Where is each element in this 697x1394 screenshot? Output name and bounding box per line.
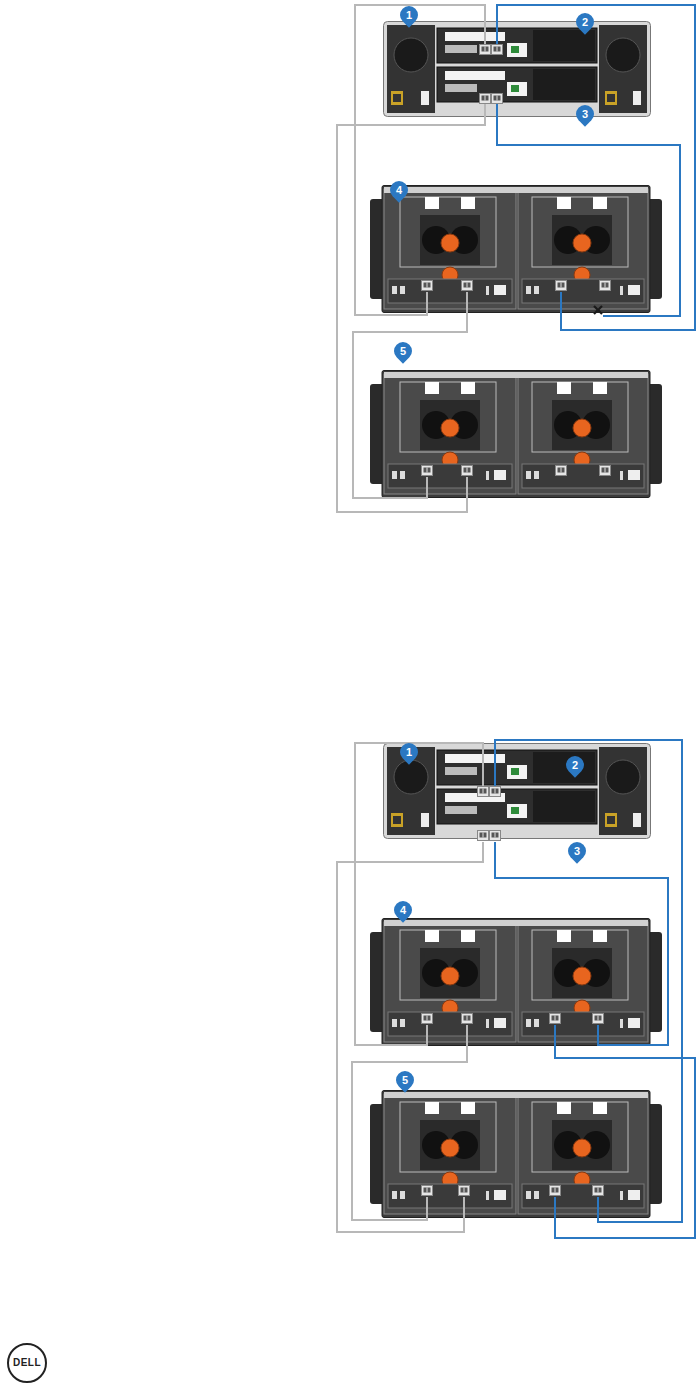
callout-number: 5 bbox=[400, 342, 406, 360]
callout-number: 4 bbox=[396, 181, 402, 199]
callout-number: 3 bbox=[574, 842, 580, 860]
callout-marker: 5 bbox=[390, 338, 415, 363]
callout-number: 5 bbox=[402, 1071, 408, 1089]
brand-logo: DELL bbox=[7, 1343, 47, 1383]
callout-number: 1 bbox=[406, 743, 412, 761]
brand-logo-text: DELL bbox=[13, 1357, 41, 1368]
callout-number: 3 bbox=[582, 105, 588, 123]
callout-number: 2 bbox=[582, 13, 588, 31]
callout-marker: 5 bbox=[392, 1067, 417, 1092]
callout-number: 1 bbox=[406, 6, 412, 24]
callout-marker: 3 bbox=[564, 838, 589, 863]
callout-number: 2 bbox=[572, 756, 578, 774]
callout-number: 4 bbox=[400, 901, 406, 919]
